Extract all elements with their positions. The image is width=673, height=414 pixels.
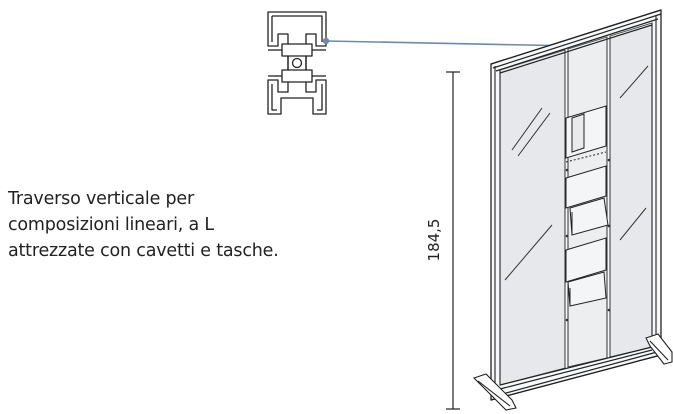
glass-reflections bbox=[504, 65, 649, 281]
description-line-1: Traverso verticale per bbox=[8, 189, 194, 209]
left-foot bbox=[472, 373, 517, 411]
description-line-3: attrezzate con cavetti e tasche. bbox=[8, 241, 279, 261]
description-line-2: composizioni lineari, a L bbox=[8, 215, 214, 235]
accessory-middle-pocket bbox=[565, 165, 609, 236]
right-foot bbox=[645, 333, 673, 365]
bottom-rail bbox=[490, 346, 662, 401]
height-dimension-label: 184,5 bbox=[425, 219, 443, 262]
accessory-lower-pocket bbox=[565, 237, 607, 307]
panel-assembly bbox=[472, 9, 673, 411]
height-dimension bbox=[446, 71, 460, 410]
glass-pane-right bbox=[609, 22, 653, 358]
profile-section-detail bbox=[267, 11, 327, 115]
vertical-traverse bbox=[564, 36, 611, 368]
traverse-holes bbox=[565, 158, 611, 322]
glass-pane-left bbox=[499, 49, 566, 386]
accessory-upper-pocket bbox=[565, 105, 607, 163]
description: Traverso verticale per composizioni line… bbox=[8, 186, 368, 264]
top-rail bbox=[490, 9, 662, 74]
